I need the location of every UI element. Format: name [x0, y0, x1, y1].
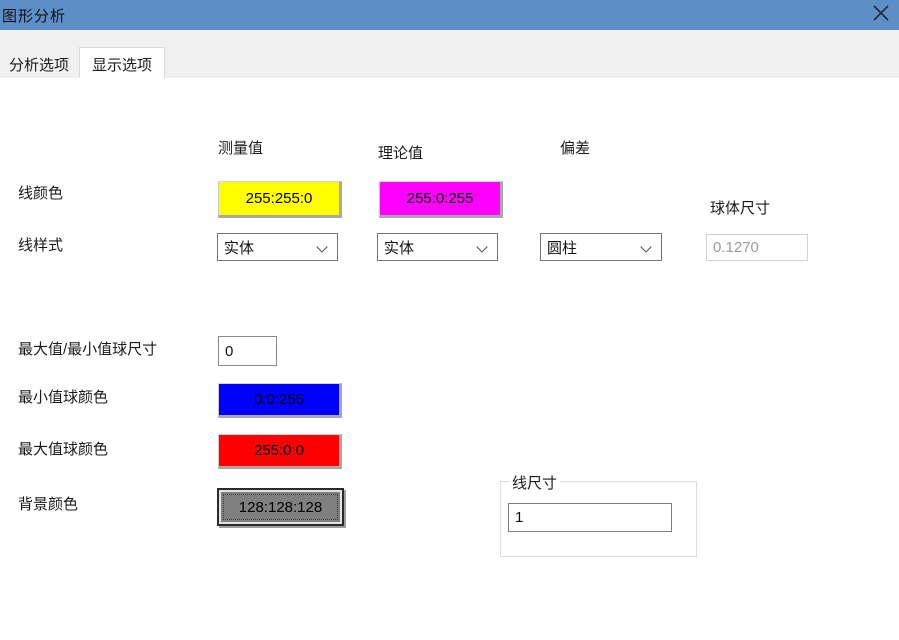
max-sphere-color-value: 255:0:0 — [253, 442, 305, 459]
close-icon — [872, 4, 890, 27]
line-size-group-label: 线尺寸 — [509, 472, 561, 493]
chevron-down-icon — [316, 241, 328, 253]
chevron-down-icon — [640, 241, 652, 253]
line-style-label: 线样式 — [18, 237, 64, 254]
tab-analysis-options-label: 分析选项 — [8, 56, 69, 74]
window-title: 图形分析 — [2, 7, 67, 25]
line-style-measured-value: 实体 — [224, 239, 255, 257]
title-bar: 图形分析 — [0, 0, 899, 30]
line-color-theoretical-value: 255:0:255 — [406, 190, 474, 207]
line-style-measured-dropdown[interactable]: 实体 — [217, 233, 338, 261]
line-style-theoretical-dropdown[interactable]: 实体 — [377, 233, 498, 261]
background-color-button[interactable]: 128:128:128 — [217, 488, 344, 526]
line-color-measured-value: 255:255:0 — [245, 190, 313, 207]
deviation-style-value: 圆柱 — [547, 239, 578, 257]
min-sphere-color-label: 最小值球颜色 — [18, 389, 109, 406]
min-sphere-color-value: 0:0:255 — [253, 391, 305, 408]
sphere-size-label: 球体尺寸 — [710, 200, 771, 217]
background-color-label: 背景颜色 — [18, 496, 79, 513]
max-sphere-color-button[interactable]: 255:0:0 — [218, 434, 342, 469]
line-size-group: 线尺寸 — [500, 472, 697, 557]
line-color-theoretical-button[interactable]: 255:0:255 — [379, 181, 503, 218]
tab-display-options-label: 显示选项 — [91, 56, 152, 74]
tab-strip: 分析选项 显示选项 — [0, 30, 899, 80]
max-sphere-color-label: 最大值球颜色 — [18, 441, 109, 458]
column-header-measured: 测量值 — [218, 140, 264, 157]
chevron-down-icon — [476, 241, 488, 253]
line-size-input[interactable] — [508, 503, 672, 532]
line-color-measured-button[interactable]: 255:255:0 — [218, 181, 342, 218]
min-sphere-color-button[interactable]: 0:0:255 — [218, 383, 342, 418]
background-color-value: 128:128:128 — [238, 498, 323, 516]
column-header-deviation: 偏差 — [560, 140, 591, 157]
display-options-panel: 测量值 理论值 偏差 线颜色 255:255:0 255:0:255 球体尺寸 … — [0, 78, 899, 640]
minmax-sphere-size-label: 最大值/最小值球尺寸 — [18, 341, 158, 358]
deviation-style-dropdown[interactable]: 圆柱 — [540, 233, 662, 261]
column-header-theoretical: 理论值 — [378, 145, 424, 162]
tab-analysis-options[interactable]: 分析选项 — [0, 50, 78, 78]
line-color-label: 线颜色 — [18, 185, 64, 202]
close-button[interactable] — [869, 4, 893, 26]
tab-display-options[interactable]: 显示选项 — [79, 47, 165, 80]
sphere-size-input — [706, 234, 808, 261]
line-style-theoretical-value: 实体 — [384, 239, 415, 257]
minmax-sphere-size-input[interactable] — [218, 336, 277, 366]
